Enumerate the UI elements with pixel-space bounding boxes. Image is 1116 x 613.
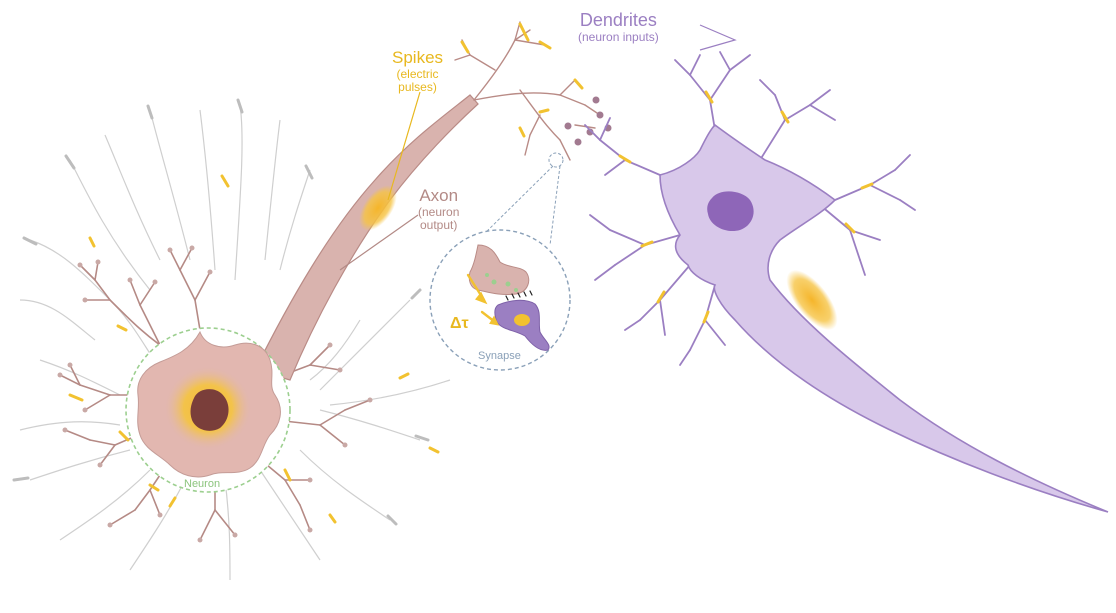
spikes-desc-line1: (electric [396, 66, 439, 81]
postsynaptic-spike [514, 314, 530, 326]
axon-pointer [339, 214, 419, 271]
axon-spike-blob [359, 185, 397, 231]
right-axon-spike-blob [786, 269, 838, 331]
delta-tau-arrows [466, 273, 500, 326]
background-fibers [19, 104, 451, 581]
neurotransmitters [485, 273, 518, 292]
right-neuron-nucleus [707, 191, 754, 232]
left-dendrite-spikes [68, 174, 440, 524]
spikes-title: Spikes [392, 48, 444, 67]
right-neuron-soma [659, 123, 1109, 513]
dendrites-pointer [699, 24, 737, 51]
dendrites-label: Dendrites (neuron inputs) [578, 10, 659, 44]
label-pointer-lines [339, 24, 737, 271]
receptors [505, 290, 533, 301]
axon-desc-line2: output) [420, 218, 458, 233]
axon-terminal-spikes [460, 22, 584, 138]
spikes-desc-line2: pulses) [398, 80, 437, 95]
left-neuron-nucleus [190, 389, 229, 431]
spikes-label: Spikes (electric pulses) [392, 48, 443, 95]
axon-terminal-boutons [564, 96, 612, 146]
left-dendrite-terminals [57, 245, 373, 543]
synapse-source-marker [548, 152, 564, 168]
delta-tau-label: Δτ [450, 315, 469, 332]
spikes-pointer [387, 91, 421, 201]
axon-label: Axon (neuron output) [418, 186, 459, 233]
dendrites-title: Dendrites [579, 10, 657, 30]
presynaptic-terminal [468, 244, 530, 295]
axon-title: Axon [419, 186, 459, 205]
synapse-label: Synapse [478, 350, 521, 362]
background-fiber-tips [12, 98, 430, 526]
axon-terminal-branches [454, 21, 601, 161]
dendrites-desc: (neuron inputs) [578, 29, 659, 44]
neuron-label: Neuron [184, 478, 221, 490]
synapse-zoom-connector [477, 165, 561, 246]
axon-desc-line1: (neuron [418, 204, 460, 219]
